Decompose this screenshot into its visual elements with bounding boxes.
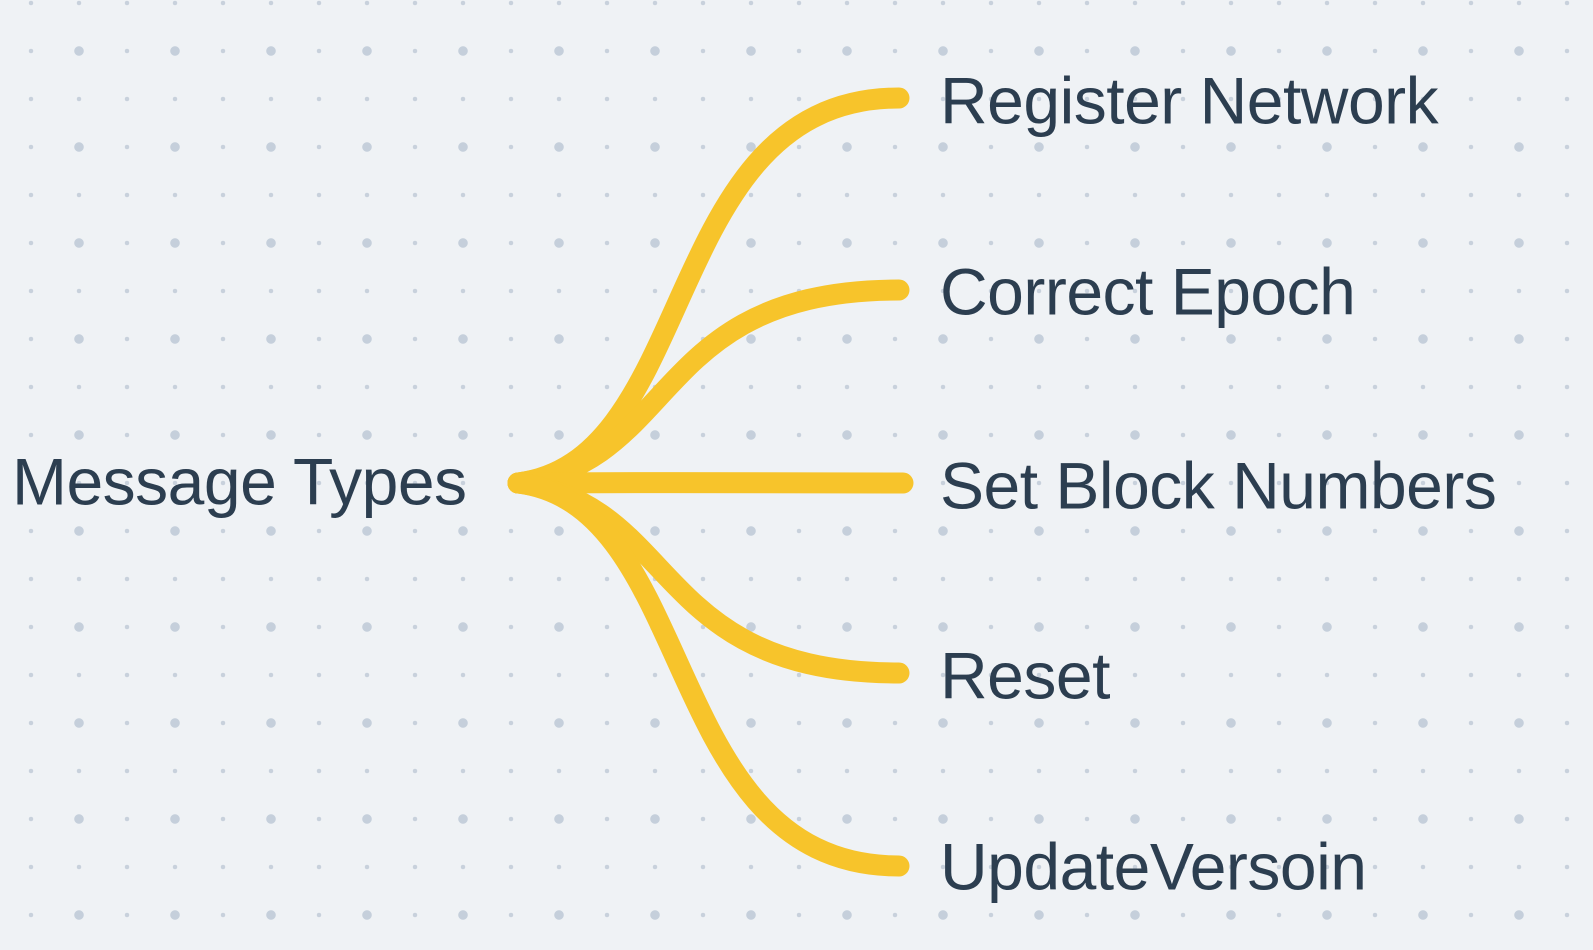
mindmap-node-correct-epoch[interactable]: Correct Epoch: [940, 254, 1356, 329]
mindmap-node-set-block-numbers[interactable]: Set Block Numbers: [940, 448, 1497, 523]
mindmap-node-update-versoin[interactable]: UpdateVersoin: [940, 829, 1367, 904]
branch-line-correct-epoch: [507, 279, 910, 494]
mindmap-node-reset[interactable]: Reset: [940, 638, 1110, 713]
branch-line-update-versoin: [507, 472, 910, 877]
mindmap-node-register-network[interactable]: Register Network: [940, 63, 1439, 138]
mindmap-root-node[interactable]: Message Types: [12, 444, 467, 519]
